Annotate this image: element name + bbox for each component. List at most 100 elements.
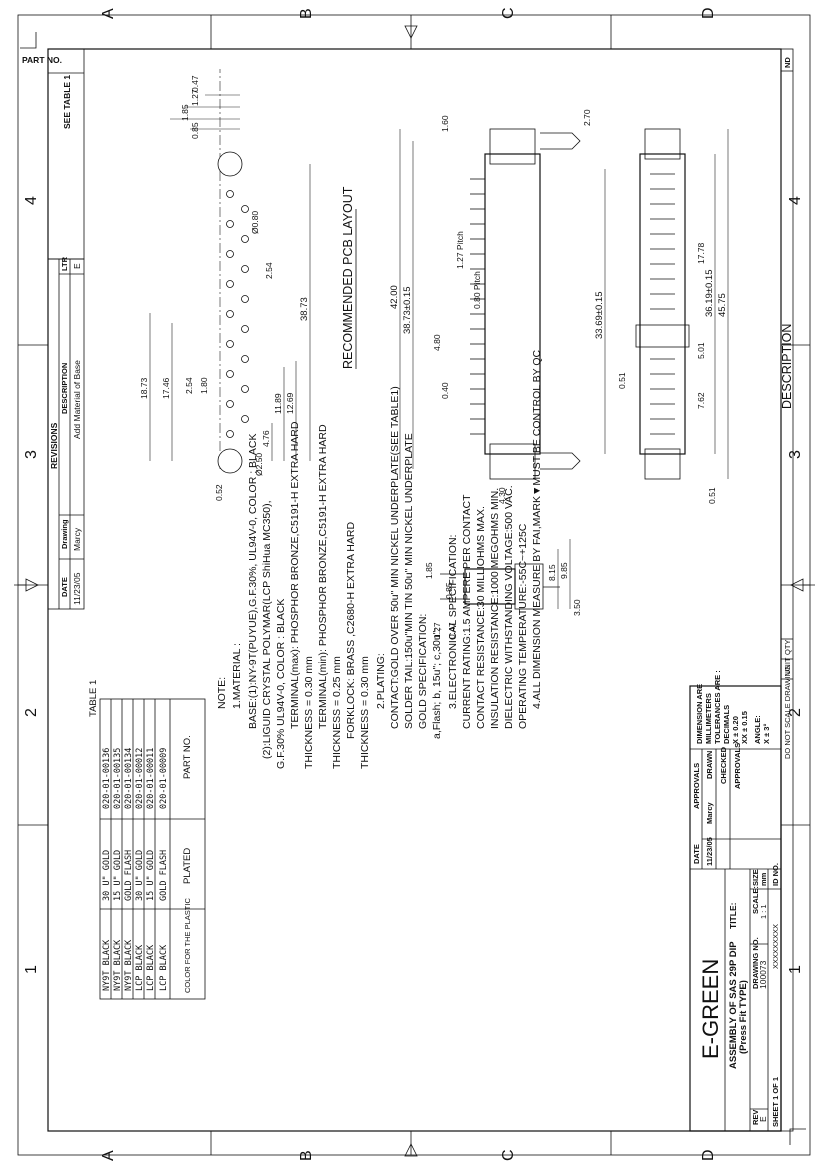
table1-r4-color: LCP BLACK: [146, 944, 156, 991]
table1-r3-color: LCP BLACK: [135, 944, 145, 991]
revisions-title: REVISIONS: [49, 422, 59, 469]
size-value: mm: [759, 872, 768, 886]
note-line-2: BASE:(1):NY-9T(PUYUE),G.F.30%, UL94V-0, …: [247, 434, 259, 729]
pcb-dim-18-73: 18.73: [139, 377, 149, 399]
top-dim-36-19: 36.19±0.15: [704, 270, 715, 317]
side-dim-4-80: 4.80: [432, 334, 442, 351]
pcb-dim-11-89: 11.89: [273, 393, 283, 414]
mounting-hole-right: [217, 151, 243, 177]
table1-header-part: PART NO.: [182, 735, 193, 779]
note-line-11: 2.PLATING:: [375, 653, 387, 709]
table1-r2-color: NY9T BLACK: [124, 939, 134, 991]
note-line-7: TERMINAL(min): PHOSPHOR BRONZE,C5191-H E…: [317, 424, 329, 729]
nd-label: ND: [783, 57, 792, 68]
note-line-21: OPERATING TEMPERATURE:-55C~+125C: [517, 523, 529, 729]
part-no-value: SEE TABLE 1: [62, 75, 72, 129]
pcb-pin-holes: [226, 190, 249, 438]
end-dim-1-27: 1.27: [432, 622, 442, 639]
table1-r4-part: 020-01-00011: [146, 748, 156, 809]
table1-header-color: COLOR FOR THE PLASTIC: [183, 898, 192, 993]
table1-title: TABLE 1: [88, 680, 99, 717]
note-line-13: SOLDER TAIL:150u"MIN TIN 50u" MIN NICKEL…: [403, 433, 415, 729]
side-dim-38-73: 38.73±0.15: [402, 287, 413, 334]
sheet-label: SHEET 1 OF 1: [771, 1077, 780, 1127]
table1-r4-plated: 15 U" GOLD: [146, 850, 156, 901]
tol-line-6: ANGLE:: [753, 715, 762, 744]
note-line-12: CONTACT:GOLD OVER 50u" MIN NICKEL UNDERP…: [389, 386, 401, 729]
note-line-10: THICKNESS = 0.30 mm: [359, 656, 371, 769]
zone-letter-b-left: B: [298, 1150, 315, 1161]
table1-r2-part: 020-01-00134: [124, 748, 134, 809]
rev-row-ltr: E: [72, 263, 82, 269]
note-line-16: 3.ELECTRONICAL SPECIFICATION:: [447, 535, 459, 709]
note-line-8: THICKNESS = 0.25 mm: [331, 656, 343, 769]
note-line-1: 1.MATERIAL :: [231, 643, 243, 709]
pcb-layout-title: RECOMMENDED PCB LAYOUT: [341, 186, 355, 369]
drawn-by: Marcy: [705, 801, 714, 824]
zone-ticks: [18, 15, 810, 1155]
side-dim-0-40: 0.40: [440, 382, 450, 399]
pcb-dim-38-73: 38.73: [299, 297, 310, 321]
zone-number-4-bottom: 4: [787, 196, 804, 205]
top-view-body: [639, 153, 686, 455]
tol-line-2: TOLERANCES ARE :: [713, 670, 722, 744]
table1-r2-plated: GOLD FLASH: [124, 850, 134, 901]
zone-letter-a-right: A: [100, 8, 117, 19]
table1-r3-part: 020-01-00012: [135, 748, 145, 809]
rev-header-date: DATE: [60, 577, 69, 597]
zone-number-3-top: 3: [23, 450, 40, 459]
side-dim-0-80-pitch: 0.80 Pitch: [472, 271, 482, 309]
part-no-box: PART NO. SEE TABLE 1: [22, 48, 85, 260]
table1-r1-plated: 15 U" GOLD: [113, 850, 123, 901]
pcb-dim-big-hole: Ø2.50: [254, 453, 264, 476]
note-line-20: DIELECTRIC WITHSTANDING VOLTAGE:500 VAC.: [503, 485, 515, 729]
notes: NOTE: 1.MATERIAL : BASE:(1):NY-9T(PUYUE)…: [216, 349, 543, 769]
revisions-table: REVISIONS LTR DESCRIPTION Drawing DATE E…: [47, 256, 85, 610]
rev-header-drawing: Drawing: [60, 519, 69, 549]
part-no-label: PART NO.: [22, 55, 62, 65]
tol-line-4: X ± 0.20: [731, 716, 740, 744]
table1-r0-part: 020-01-00136: [102, 748, 112, 809]
pcb-dim-1-85: 1.85: [180, 104, 190, 121]
table1-r0-color: NY9T BLACK: [102, 939, 112, 991]
pcb-dim-2-54-a: 2.54: [264, 262, 274, 279]
rev-row-date: 11/23/05: [72, 572, 82, 605]
title-block: DIMENSION ARE MILLIMETERS TOLERANCES ARE…: [689, 670, 782, 1132]
pcb-dim-4-76: 4.76: [261, 430, 271, 447]
top-dim-0-51-b: 0.51: [707, 487, 717, 504]
rev-value: E: [758, 1116, 768, 1122]
approvals-label: APPROVALS: [733, 743, 742, 789]
note-line-5: TERMINAL(max): PHOSPHOR BRONZE,C5191-H E…: [289, 421, 301, 729]
pcb-dim-1-27: 1.27: [190, 89, 200, 106]
pcb-dim-0-52: 0.52: [214, 484, 224, 501]
table1-r5-color: LCP BLACK: [159, 944, 169, 991]
pcb-dim-1-80: 1.80: [199, 377, 209, 394]
table1-r5-plated: GOLD FLASH: [159, 850, 169, 901]
drawing-no-value: 100073: [758, 960, 768, 989]
pcb-dim-2-54-b: 2.54: [184, 377, 194, 394]
zone-number-3-bottom: 3: [787, 450, 804, 459]
note-line-15: a,Flash; b, 15u"; c,30u";: [431, 628, 443, 739]
note-line-22: 4.ALL DIMENSION MEASURE BY FAI,MARK▼MUST…: [531, 349, 543, 709]
pcb-dim-hole-dia: Ø0.80: [250, 211, 260, 234]
tol-line-1: MILLIMETERS: [704, 693, 713, 744]
zone-letter-a-left: A: [100, 1150, 117, 1161]
side-dim-42-00: 42.00: [389, 285, 400, 309]
end-dim-9-85: 9.85: [559, 562, 569, 579]
top-view-contacts: [650, 173, 675, 435]
unit-label: UNIT: [783, 657, 792, 675]
side-dim-1-27-pitch: 1.27 Pitch: [455, 231, 465, 269]
top-dim-5-01: 5.01: [696, 342, 706, 359]
zone-number-2-top: 2: [23, 708, 40, 717]
side-dim-2-70: 2.70: [582, 109, 592, 126]
table1-r3-plated: 30 U" GOLD: [135, 850, 145, 901]
side-view-pins: [470, 178, 485, 435]
note-line-18: CONTACT RESISTANCE:30 MILLIOHMS MAX.: [475, 506, 487, 729]
pcb-layout-view: RECOMMENDED PCB LAYOUT 0.47 1.27 1.85 0.…: [139, 69, 357, 501]
rev-header-description: DESCRIPTION: [60, 363, 69, 414]
zone-letter-c-right: C: [500, 7, 517, 19]
mounting-hole-left: [217, 448, 243, 474]
pcb-dim-17-46: 17.46: [161, 377, 171, 399]
